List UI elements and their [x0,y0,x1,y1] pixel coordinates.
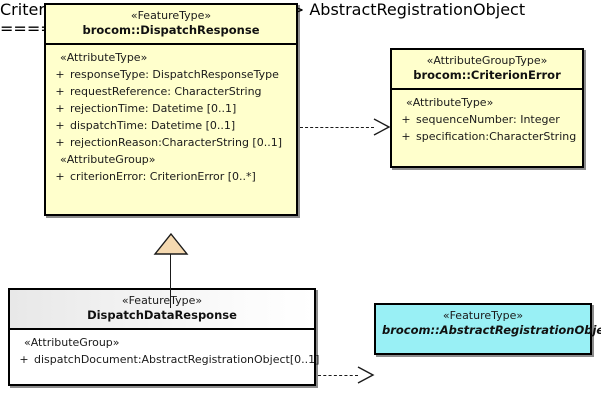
attribute-text: rejectionReason:CharacterString [0..1] [70,136,282,149]
class-body-dispatch-data-response: «AttributeGroup» + dispatchDocument:Abst… [10,330,319,372]
class-stereotype: «FeatureType» [442,309,524,322]
attribute-text: requestReference: CharacterString [70,85,262,98]
class-stereotype: «FeatureType» [130,9,212,22]
class-header-dispatch-response: «FeatureType» brocom::DispatchResponse [46,5,296,45]
class-box-dispatch-response[interactable]: «FeatureType» brocom::DispatchResponse «… [44,3,298,216]
class-header-abstract-registration-object: «FeatureType» brocom::AbstractRegistrati… [376,305,601,343]
class-stereotype: «AttributeGroupType» [426,54,548,67]
attribute-visibility: + [55,102,65,115]
attribute-row[interactable]: + criterionError: CriterionError [0..*] [50,168,292,185]
attribute-visibility: + [55,85,65,98]
class-name: DispatchDataResponse [87,308,237,322]
attribute-row[interactable]: + dispatchTime: Datetime [0..1] [50,117,292,134]
open-arrowhead-icon [357,366,375,384]
dependency-line [300,127,374,128]
class-box-criterion-error[interactable]: «AttributeGroupType» brocom::CriterionEr… [390,48,584,168]
attribute-text: dispatchTime: Datetime [0..1] [70,119,236,132]
class-box-abstract-registration-object[interactable]: «FeatureType» brocom::AbstractRegistrati… [374,303,601,355]
attribute-row[interactable]: + sequenceNumber: Integer [396,111,578,128]
class-stereotype: «FeatureType» [121,294,203,307]
attribute-row[interactable]: + rejectionReason:CharacterString [0..1] [50,134,292,151]
class-box-dispatch-data-response[interactable]: «FeatureType» DispatchDataResponse «Attr… [8,288,319,386]
attribute-row[interactable]: + requestReference: CharacterString [50,83,292,100]
attribute-row[interactable]: + specification:CharacterString [396,128,578,145]
attribute-text: dispatchDocument:AbstractRegistrationObj… [34,353,320,366]
attribute-visibility: + [55,170,65,183]
generalization-line [170,253,171,308]
attribute-text: rejectionTime: Datetime [0..1] [70,102,237,115]
class-header-dispatch-data-response: «FeatureType» DispatchDataResponse [10,290,314,330]
attribute-visibility: + [55,136,65,149]
attribute-visibility: + [401,113,411,126]
attribute-section-label: «AttributeGroup» [60,153,156,166]
attribute-text: specification:CharacterString [416,130,577,143]
attribute-text: sequenceNumber: Integer [416,113,560,126]
attribute-section-label: «AttributeGroup» [24,336,120,349]
class-body-dispatch-response: «AttributeType» + responseType: Dispatch… [46,45,296,189]
attribute-text: criterionError: CriterionError [0..*] [70,170,256,183]
attribute-section-label: «AttributeType» [406,96,494,109]
attribute-visibility: + [55,119,65,132]
class-body-criterion-error: «AttributeType» + sequenceNumber: Intege… [392,90,582,149]
attribute-row[interactable]: + rejectionTime: Datetime [0..1] [50,100,292,117]
class-name: brocom::DispatchResponse [82,23,260,37]
attribute-section-label: «AttributeType» [60,51,148,64]
attribute-visibility: + [401,130,411,143]
attribute-text: responseType: DispatchResponseType [70,68,279,81]
hollow-triangle-arrowhead-icon [153,233,189,255]
open-arrowhead-icon [373,118,391,136]
attribute-visibility: + [55,68,65,81]
class-name: brocom::AbstractRegistrationObject [382,323,601,337]
attribute-row[interactable]: + dispatchDocument:AbstractRegistrationO… [14,351,319,368]
dependency-line [318,375,358,376]
class-name: brocom::CriterionError [413,68,561,82]
class-header-criterion-error: «AttributeGroupType» brocom::CriterionEr… [392,50,582,90]
attribute-row[interactable]: + responseType: DispatchResponseType [50,66,292,83]
attribute-visibility: + [19,353,29,366]
